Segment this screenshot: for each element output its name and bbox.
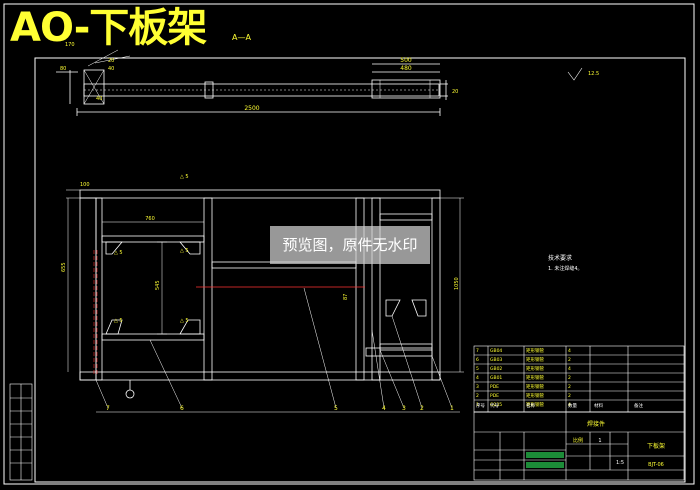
bom-cell-qty: 2 — [568, 358, 571, 363]
bom-cell-no: 3 — [476, 385, 479, 390]
bom-header-name: 名称 — [526, 404, 535, 409]
bom-cell-name: 矩形钢管 — [526, 367, 544, 372]
dim-top-overall: 2500 — [244, 105, 259, 112]
title-block — [473, 411, 685, 481]
bom-header-qty: 数量 — [568, 404, 577, 409]
dim-front-mid: 545 — [155, 280, 161, 290]
dim-top-right-inner: 480 — [400, 65, 412, 72]
part-number: 5 — [334, 405, 338, 412]
dim-top-right-outer: 500 — [400, 57, 412, 64]
bom-cell-no: 7 — [476, 349, 479, 354]
weld-symbol-label: △ 5 — [114, 318, 123, 324]
dim-top-left-b: 40 — [108, 66, 114, 72]
title-block-part-name: 下板架 — [647, 442, 665, 450]
dim-front-left-h: 655 — [61, 262, 67, 272]
tech-heading: 技术要求 — [548, 254, 572, 262]
bom-cell-qty: 2 — [568, 394, 571, 399]
bom-cell-no: 4 — [476, 376, 479, 381]
dim-front-right-h: 1050 — [454, 277, 460, 290]
bom-cell-name: 矩形钢管 — [526, 394, 544, 399]
title-block-sheet: 1 — [598, 438, 601, 444]
section-label: A—A — [232, 33, 251, 42]
dim-front-small: 87 — [343, 294, 349, 300]
dim-front-top-h: 100 — [80, 182, 90, 188]
bom-header-no: 序号 — [476, 404, 485, 409]
title-block-green-strip-2 — [526, 462, 564, 468]
dim-top-left-w: 80 — [60, 66, 66, 72]
part-number: 1 — [450, 405, 454, 412]
weld-symbols: △ 5 △ 5 △ 5 △ 5 △ 5 — [114, 174, 189, 324]
bom-cell-name: 矩形钢管 — [526, 358, 544, 363]
bom-table — [473, 345, 685, 413]
weld-symbol-label: △ 5 — [180, 318, 189, 324]
title-block-drawing-no: BJT-06 — [648, 462, 664, 468]
bom-cell-qty: 4 — [568, 403, 571, 408]
dim-front-inner-w: 760 — [145, 216, 155, 222]
top-view — [56, 49, 448, 116]
inner-border — [34, 57, 686, 483]
bom-cell-code: Q235 — [490, 403, 503, 408]
dim-top-left-h: 40 — [96, 96, 102, 102]
bom-cell-no: 2 — [476, 394, 479, 399]
bom-cell-code: GB04 — [490, 349, 503, 354]
title-block-green-strip — [526, 452, 564, 458]
leader-lines — [95, 287, 460, 413]
roughness-value: 12.5 — [588, 71, 599, 77]
watermark: 预览图，原件无水印 — [270, 226, 430, 264]
bom-cell-name: 矩形钢管 — [526, 376, 544, 381]
bom-cell-code: GB02 — [490, 367, 503, 372]
bom-cell-qty: 2 — [568, 385, 571, 390]
title-block-scale-label: 比例 — [573, 437, 583, 444]
bom-header-code: 代号 — [490, 404, 499, 409]
weld-symbol-label: △ 5 — [180, 248, 189, 254]
weld-symbol-label: △ 5 — [180, 174, 189, 180]
bom-cell-name: 矩形钢管 — [526, 403, 544, 408]
bom-cell-no: 6 — [476, 358, 479, 363]
title-block-scale: 1:5 — [616, 460, 624, 466]
drawing-title: AO-下板架 — [10, 5, 207, 51]
part-number: 4 — [382, 405, 386, 412]
bom-cell-name: 矩形钢管 — [526, 385, 544, 390]
weld-symbol-label: △ 5 — [114, 250, 123, 256]
bom-cell-code: PDE — [490, 394, 500, 399]
bom-cell-code: PDE — [490, 385, 500, 390]
part-number: 7 — [106, 405, 110, 412]
part-number: 2 — [420, 405, 424, 412]
part-number: 6 — [180, 405, 184, 412]
bom-cell-name: 矩形钢管 — [526, 349, 544, 354]
bom-cell-code: GB01 — [490, 376, 503, 381]
bom-cell-no: 1 — [476, 403, 479, 408]
title-block-material: 焊接件 — [587, 420, 605, 428]
bom-cell-qty: 4 — [568, 349, 571, 354]
bom-header-mat: 材料 — [594, 404, 603, 409]
part-number: 3 — [402, 405, 406, 412]
bom-cell-no: 5 — [476, 367, 479, 372]
front-view-frame — [66, 189, 464, 399]
dim-top-left-top: 170 — [65, 42, 75, 48]
part-number-labels: 7 6 5 4 3 2 1 — [106, 405, 454, 412]
bom-cell-code: GB03 — [490, 358, 503, 363]
bom-cell-qty: 4 — [568, 367, 571, 372]
dim-top-end-height: 20 — [452, 89, 458, 95]
left-strip — [9, 383, 33, 481]
bom-cell-qty: 2 — [568, 376, 571, 381]
outer-border — [3, 3, 695, 485]
roughness-icon — [567, 67, 583, 81]
tech-line-1: 1. 未注焊缝4。 — [548, 265, 583, 272]
dim-top-left-a: 20 — [108, 58, 114, 64]
bom-header-note: 备注 — [634, 404, 643, 409]
